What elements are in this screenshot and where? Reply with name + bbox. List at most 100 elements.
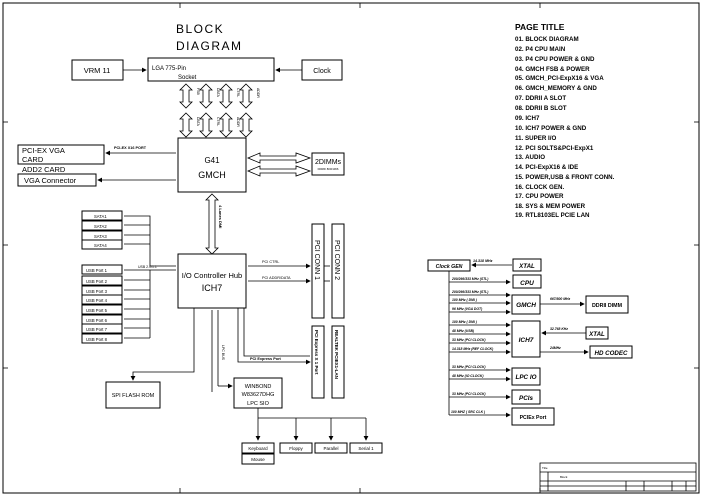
diagram-title-line2: DIAGRAM [176,39,243,53]
cpu-socket-label-line2: Socket [178,75,197,81]
xtal2-label: XTAL [588,331,605,338]
sata-link [124,215,176,267]
pci-conn1-label: PCI CONN 1 [313,240,320,280]
parallel-block [314,442,348,454]
sata-port [81,239,123,250]
page-index-item: 16. CLOCK GEN. [515,184,564,191]
page-index-item: 09. ICH7 [515,115,540,122]
lpc-io-block [511,367,541,386]
pciex-freq: 100 MHZ ( SRC CLK ) [451,410,486,414]
usb-port [81,323,123,334]
fsb2-label-3: ADDR [236,117,240,127]
usb-port-label: USB Port 2 [86,279,108,284]
page-index-item: 08. DDRII B SLOT [515,105,567,112]
page-index-item: 07. DDRII A SLOT [515,95,566,102]
usb-port-label: USB Port 7 [86,327,108,332]
usb-port-label: USB Port 8 [86,337,108,342]
pci-express-label: PCI Express Port [250,357,282,361]
page-index-item: 02. P4 CPU MAIN [515,46,566,53]
ich7-freq4: 14.318 MHz (REF CLOCK) [452,347,494,351]
serial-label: Serial 1 [358,446,374,451]
lpc-bus-label: LPC BUS [221,345,225,361]
keyboard-label: Keyboard [248,446,268,451]
codec-freq: 24MHz [549,346,561,350]
fsb-label-2: DATA [216,88,220,97]
mouse-block [241,453,275,465]
page-index-list: 01. BLOCK DIAGRAM 02. P4 CPU MAIN 03. P4… [515,36,615,219]
xtal-in-freq: 14.318 MHz [473,259,493,263]
sata-port-label: SATA3 [94,234,107,239]
page-index-item: 19. RTL8103EL PCIE LAN [515,212,590,219]
ich7-freq2: 48 MHz (USB) [451,329,475,333]
spi-flash-label: SPI FLASH ROM [112,393,155,399]
gmch-freq2: 100 MHz ( DMI ) [452,298,478,302]
xtal2-freq: 32.768 KHz [550,327,568,331]
gmch-label-line1: G41 [204,156,220,165]
pci-conn1-block [311,223,325,319]
page-index-item: 14. PCI-ExpX16 & IDE [515,164,578,171]
realtek-lan-label: REALTEK PCIEX1-LAN [334,330,339,379]
gmch-block [177,137,247,193]
floppy-block [279,442,313,454]
usb-port [81,264,123,275]
fsb-label-4: ADDR [256,88,260,98]
page-title-heading: PAGE TITLE [515,22,565,32]
page-index-item: 01. BLOCK DIAGRAM [515,36,579,43]
fsb-bus-labels: FSB DATA CTRL ADDR DATA CTRL ADDR [196,88,260,127]
usb-port-label: USB Port 6 [86,318,108,323]
clock-label: Clock [313,68,331,75]
spi-flash-block [105,381,161,409]
sata-port [81,220,123,231]
pci-conn2-block [331,223,345,319]
fsb2-label-1: DATA [196,117,200,126]
usb-port [81,294,123,305]
dmi-link-arrow [205,193,219,255]
title-block-row-label: Title [542,466,548,470]
spi-link [130,308,195,381]
lpc-io-label: LPC IO [516,374,537,381]
dimm-freq: 667/800 MHz [550,297,570,301]
gmch-label-line2: GMCH [198,170,226,180]
title-block-doc-title: Block [560,475,568,479]
clock-block [301,59,343,81]
xtal2-block [585,326,609,340]
clock-ddrii-dimm-block [585,295,629,314]
pciex-vga-label-line2: CARD [22,155,44,164]
frame-ticks [3,3,699,493]
sata-port [81,210,123,221]
gmch-freq1: 200/266/333 MHz (STL) [451,290,489,294]
lpc-freq2: 48 MHz (IO CLOCK) [451,374,484,378]
vga-connector-block [17,173,97,187]
dimm-block [311,152,345,176]
lpc-freq1: 33 MHz (PCI CLOCK) [452,365,486,369]
page-index-item: 10. ICH7 POWER & GND [515,125,587,132]
page-index-item: 15. POWER,USB & FRONT CONN. [515,174,615,181]
clock-gmch-label: GMCH [516,302,536,309]
usb-port-label: USB Port 3 [86,289,108,294]
pci-conn2-label: PCI CONN 2 [333,240,340,280]
cpu-socket-block [147,57,275,82]
usb-bus-label: USB 2.0/1.1 [138,265,157,269]
fsb-label-1: FSB [196,88,200,95]
usb-ports: USB Port 1 USB Port 2 USB Port 3 USB Por… [81,264,123,344]
hd-codec-block [589,345,633,359]
page-index-item: 03. P4 CPU POWER & GND [515,56,595,63]
usb-port [81,304,123,315]
pcie-x1-port-label: PCI Express X 1 Port [314,330,319,375]
memory-bus-arrow-1 [246,152,312,164]
winbond-label-line3: LPC SIO [247,401,269,407]
vrm-label: VRM 11 [84,66,111,75]
hd-codec-label: HD CODEC [594,350,628,357]
serial-block [349,442,383,454]
clock-ich7-label: ICH7 [519,337,534,344]
pciex-port-block [511,407,555,426]
clock-ich7-block [511,320,541,358]
cpu-freq: 200/266/333 MHz (STL) [451,277,489,281]
page-index-item: 04. GMCH FSB & POWER [515,66,590,73]
sata-port-label: SATA2 [94,224,107,229]
xtal1-label: XTAL [518,263,535,270]
clock-gen-label: Clock GEN [436,264,463,270]
